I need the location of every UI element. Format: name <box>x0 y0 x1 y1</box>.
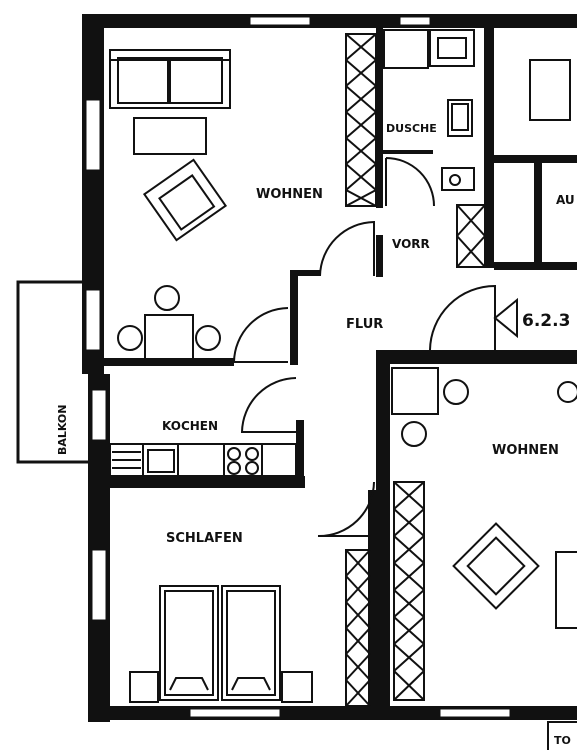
wohnen-top-label: WOHNEN <box>256 187 323 202</box>
schlafen-room: SCHLAFEN <box>129 531 371 707</box>
vorr-label: VORR <box>392 237 430 251</box>
schlafen-label: SCHLAFEN <box>166 531 243 546</box>
interior-walls <box>104 28 577 710</box>
flur-label: FLUR <box>346 317 383 332</box>
balcony: BALKON <box>16 280 94 464</box>
balkon-label: BALKON <box>56 405 69 456</box>
wohnen-top-room: WOHNEN <box>109 49 323 362</box>
bottom-right-fragment: TO <box>547 721 577 750</box>
kochen-room: KOCHEN <box>109 419 297 477</box>
kochen-label: KOCHEN <box>162 419 218 433</box>
unit-number-label: 6.2.3 <box>522 311 570 331</box>
windows-left <box>85 99 107 621</box>
wardrobe-top <box>345 33 377 207</box>
bottom-partial-label: TO <box>554 734 571 747</box>
flur-area: FLUR <box>232 220 496 538</box>
dusche-label: DUSCHE <box>386 122 437 135</box>
dusche-room: DUSCHE <box>383 29 486 268</box>
windows-top <box>249 16 431 26</box>
outer-walls <box>82 14 577 722</box>
wohnen-right-label: WOHNEN <box>492 443 559 458</box>
unit-marker: 6.2.3 <box>493 297 570 339</box>
wohnen-right-room: WOHNEN <box>391 367 577 701</box>
windows-bottom <box>189 708 511 718</box>
au-label: AU <box>556 193 575 207</box>
